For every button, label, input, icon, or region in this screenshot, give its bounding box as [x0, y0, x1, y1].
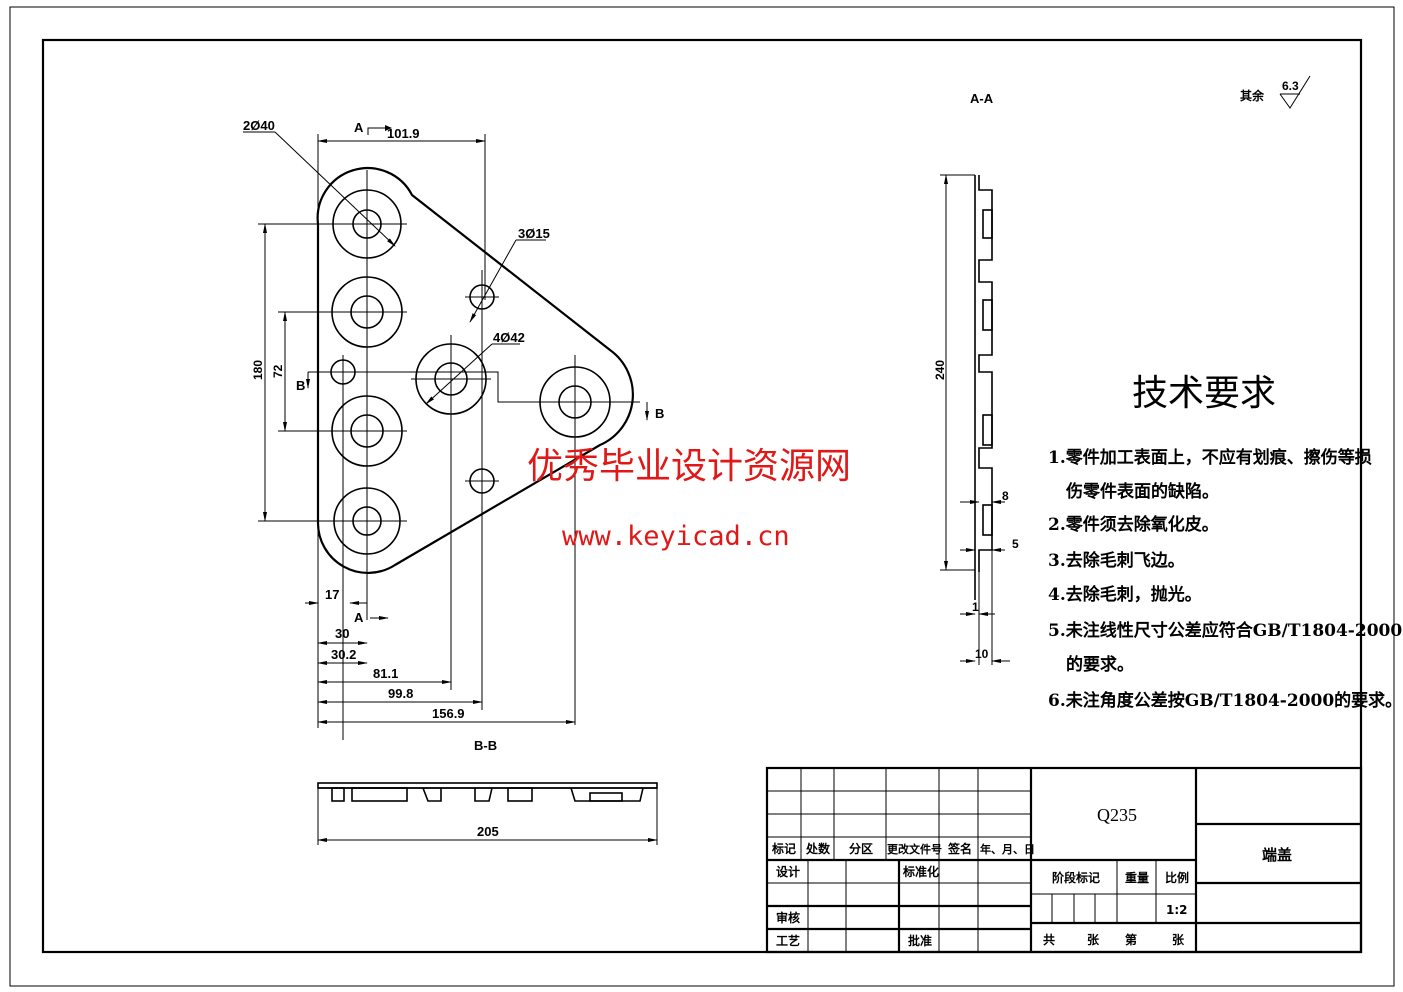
dim-99-8: 99.8	[388, 686, 413, 701]
roughness-symbol-icon	[1279, 75, 1311, 109]
callout-2x40: 2Ø40	[243, 118, 275, 133]
dim-17: 17	[325, 587, 339, 602]
dim-156-9: 156.9	[432, 706, 465, 721]
dim-30: 30	[335, 626, 349, 641]
section-bb-view: B-B 205	[317, 738, 658, 845]
main-view: 2Ø40 3Ø15 4Ø42 A A B B 101.9 180 72	[243, 118, 664, 740]
section-bb-label: B-B	[474, 738, 497, 753]
counterbore-hole	[327, 189, 407, 259]
drawing-title: 端盖	[1262, 846, 1292, 864]
small-hole	[465, 468, 499, 494]
dim-81-1: 81.1	[373, 666, 398, 681]
dim-1: 1	[972, 600, 979, 614]
requirement-line: 2.零件须去除氧化皮。	[1048, 514, 1219, 535]
dim-height-72: 72	[271, 364, 285, 378]
requirement-line: 的要求。	[1066, 654, 1134, 675]
label-standardize: 标准化	[902, 864, 939, 879]
dim-8: 8	[1002, 489, 1009, 503]
label-review: 审核	[776, 910, 800, 925]
header-signature: 签名	[947, 841, 972, 856]
requirement-line: 1.零件加工表面上，不应有划痕、擦伤等损	[1048, 447, 1372, 468]
watermark-url: www.keyicad.cn	[562, 521, 790, 552]
plate-outline	[316, 167, 634, 575]
header-date: 年、月、日	[980, 842, 1035, 856]
callout-4x42: 4Ø42	[493, 330, 525, 345]
header-zone: 分区	[849, 841, 873, 856]
counterbore-hole	[327, 276, 407, 348]
header-change-doc: 更改文件号	[887, 842, 942, 856]
requirement-line: 4.去除毛刺，抛光。	[1048, 584, 1202, 605]
label-scale: 比例	[1165, 870, 1189, 885]
label-weight: 重量	[1125, 870, 1149, 885]
technical-requirements: 技术要求 1.零件加工表面上，不应有划痕、擦伤等损 伤零件表面的缺陷。 2.零件…	[1048, 373, 1402, 711]
label-total: 共	[1043, 932, 1055, 947]
title-block: 标记 处数 分区 更改文件号 签名 年、月、日 设计 标准化 审核 工艺 批准 …	[765, 766, 1363, 954]
roughness-note: 其余 6.3	[1240, 75, 1311, 109]
counterbore-hole	[327, 395, 407, 467]
section-aa-label: A-A	[970, 91, 994, 106]
label-stage-mark: 阶段标记	[1052, 870, 1100, 885]
label-design: 设计	[776, 864, 800, 879]
section-mark-b-right: B	[655, 406, 664, 421]
section-mark-a-bottom: A	[354, 610, 364, 625]
section-aa-view: A-A 240 8 5 1 10	[933, 91, 1019, 665]
watermark: 优秀毕业设计资源网 www.keyicad.cn	[527, 446, 851, 552]
roughness-value: 6.3	[1282, 79, 1299, 93]
counterbore-hole	[411, 343, 491, 415]
dim-5: 5	[1012, 537, 1019, 551]
inner-frame	[41, 38, 1363, 954]
dim-240: 240	[933, 360, 947, 380]
watermark-text: 优秀毕业设计资源网	[527, 446, 851, 487]
requirement-line: 6.未注角度公差按GB/T1804-2000的要求。	[1048, 690, 1402, 711]
label-sheets: 张	[1087, 932, 1100, 947]
label-sheets-2: 张	[1172, 932, 1185, 947]
dim-10: 10	[975, 647, 989, 661]
section-mark-b-left: B	[296, 378, 305, 393]
roughness-label: 其余	[1240, 88, 1265, 103]
label-process: 工艺	[776, 933, 800, 948]
header-count: 处数	[805, 841, 831, 856]
requirement-line: 伤零件表面的缺陷。	[1065, 481, 1219, 502]
dim-top-width: 101.9	[387, 126, 420, 141]
scale-value: 1:2	[1166, 903, 1188, 917]
dim-205: 205	[477, 824, 499, 839]
small-hole	[465, 284, 499, 310]
counterbore-hole	[327, 487, 407, 555]
label-sheet-no: 第	[1125, 932, 1137, 947]
outer-border	[9, 6, 1395, 987]
dim-height-180: 180	[251, 360, 265, 380]
label-approve: 批准	[908, 933, 932, 948]
requirements-title: 技术要求	[1132, 373, 1276, 414]
material-value: Q235	[1097, 805, 1137, 825]
callout-3x15: 3Ø15	[518, 226, 550, 241]
section-mark-a-top: A	[354, 120, 364, 135]
requirement-line: 3.去除毛刺飞边。	[1048, 550, 1185, 571]
requirement-line: 5.未注线性尺寸公差应符合GB/T1804-2000	[1048, 620, 1402, 641]
dim-30-2: 30.2	[331, 647, 356, 662]
header-mark: 标记	[771, 841, 796, 856]
